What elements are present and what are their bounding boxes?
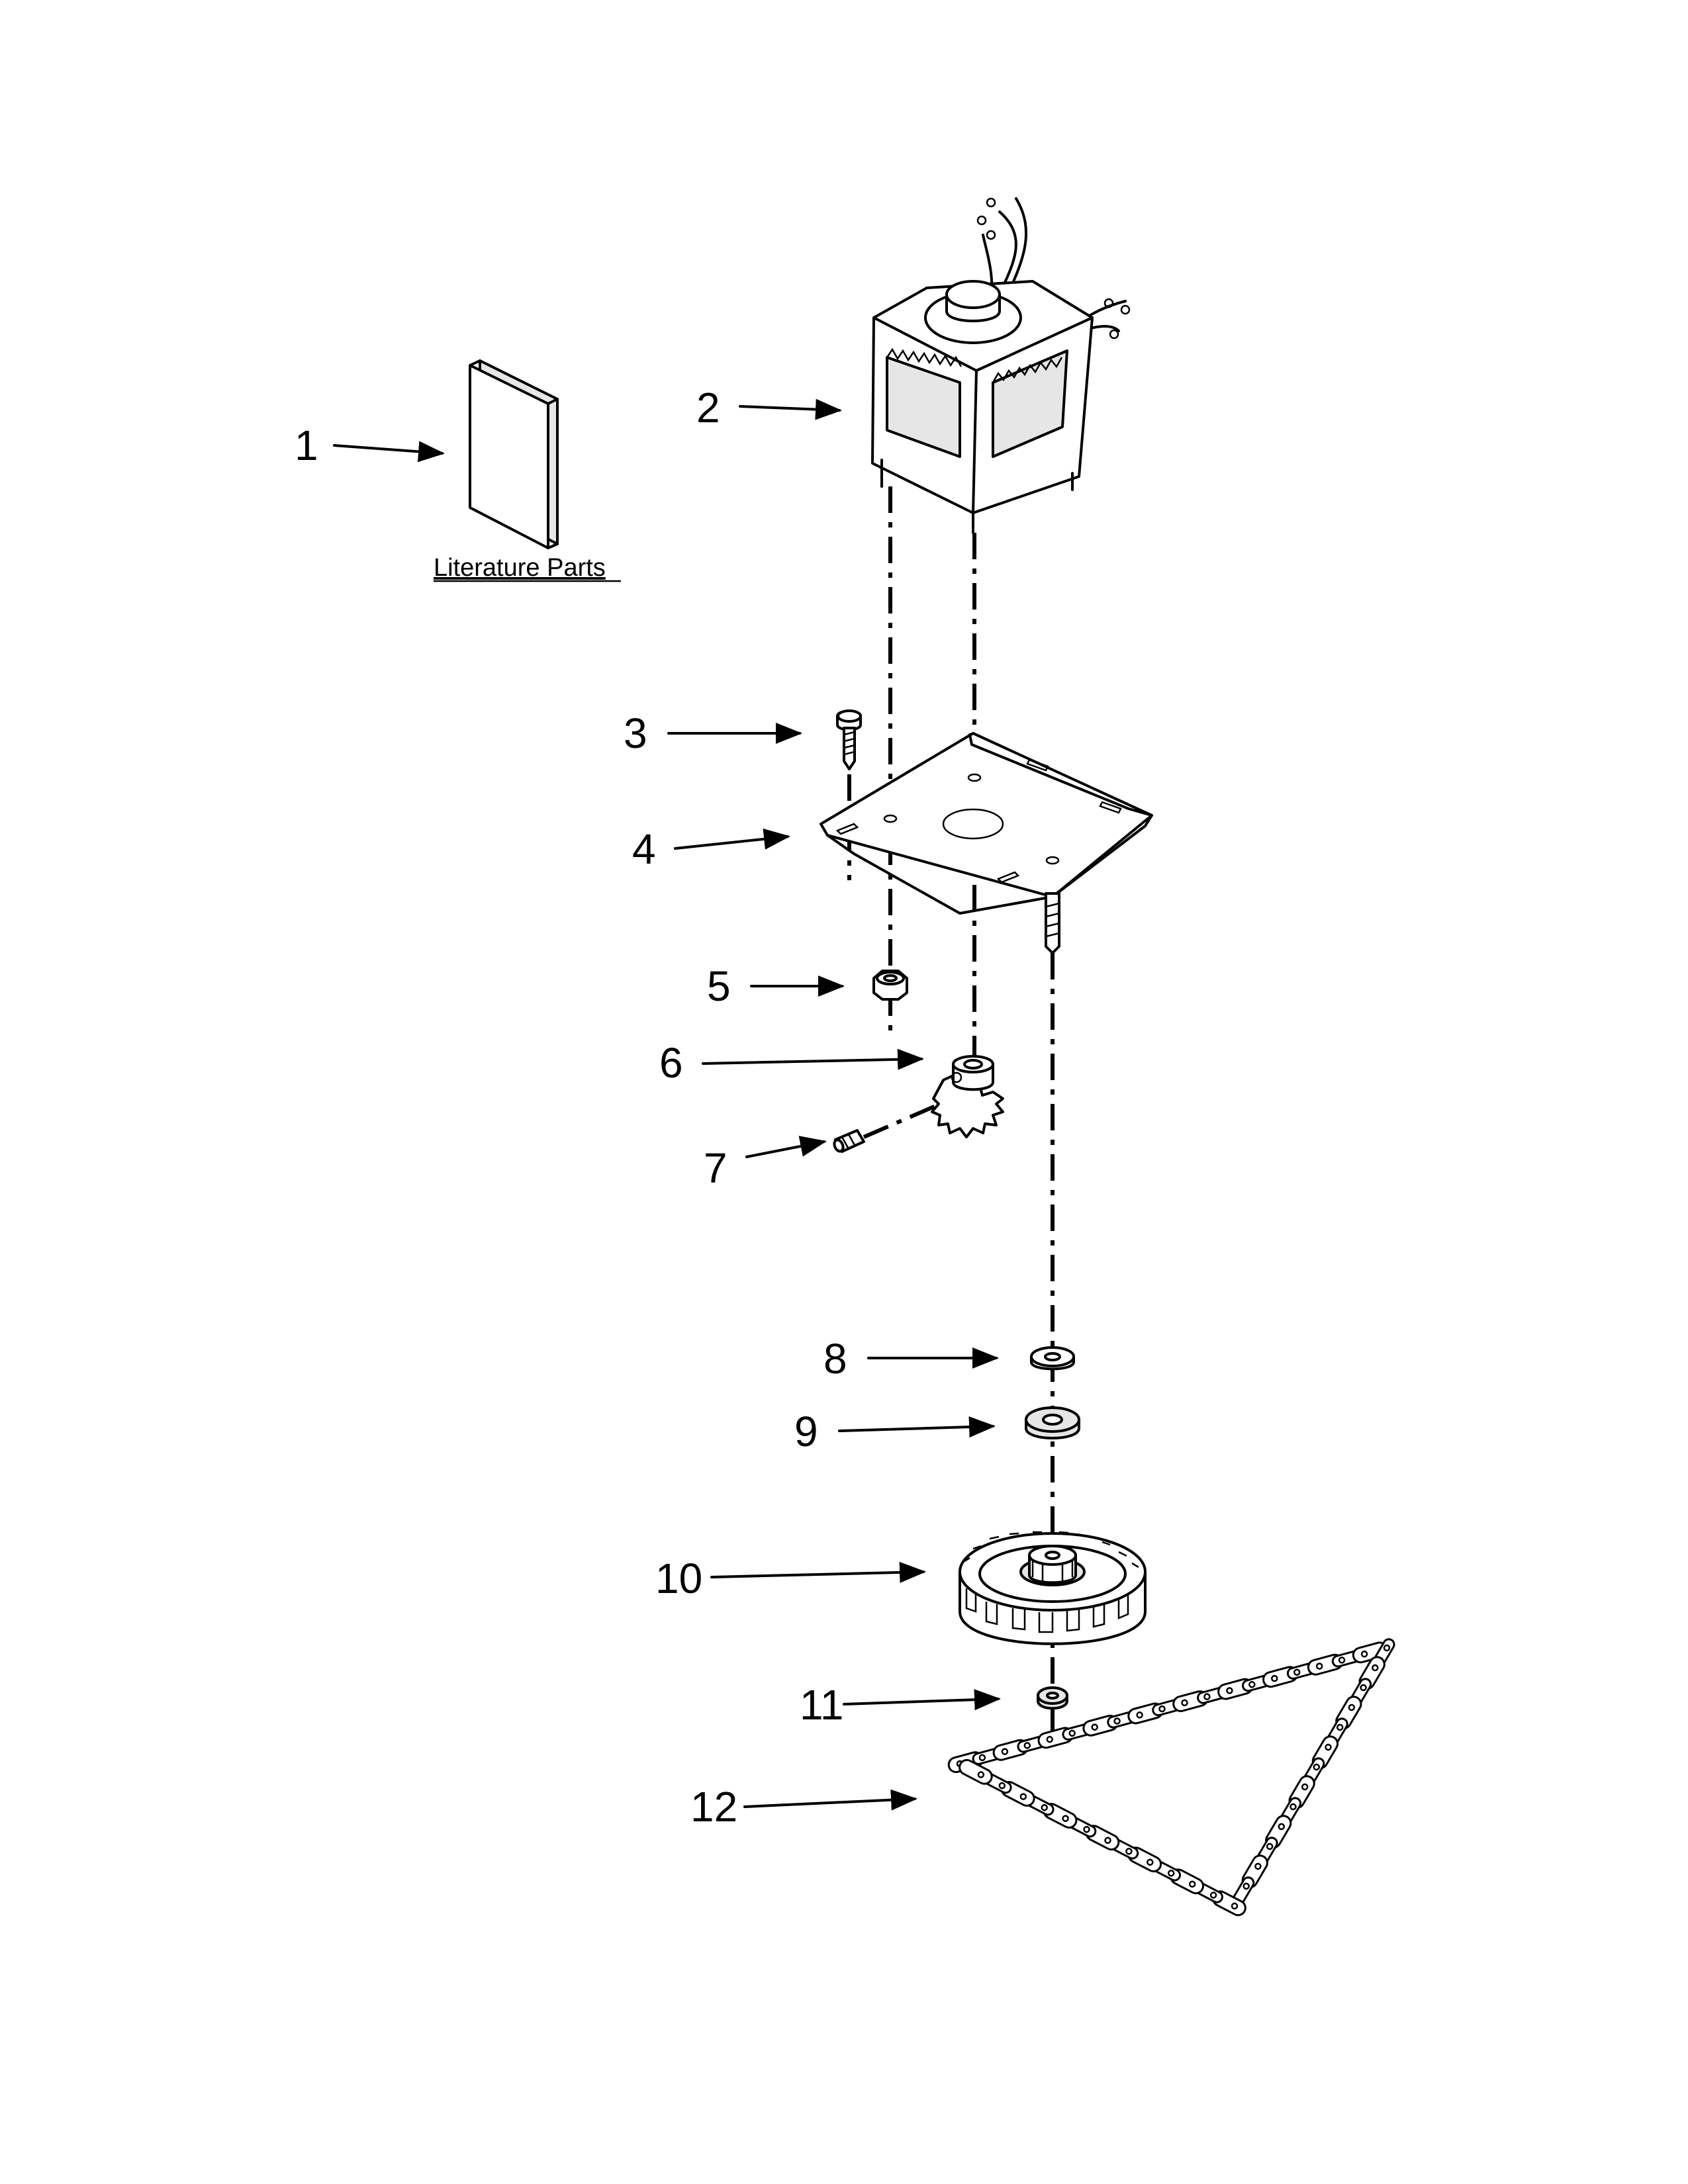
callout-8: 8 — [823, 1335, 847, 1383]
callout-7: 7 — [704, 1144, 727, 1192]
callout-12: 12 — [690, 1783, 737, 1831]
leader-arrow-6 — [702, 1048, 924, 1070]
callout-3: 3 — [624, 709, 647, 757]
leader-arrow-4 — [674, 828, 790, 850]
spacer-washer — [1025, 1406, 1080, 1439]
callout-9: 9 — [794, 1408, 818, 1455]
leader-arrow-11 — [843, 1689, 1001, 1711]
callout-6: 6 — [659, 1039, 683, 1087]
drive-chain — [947, 1638, 1395, 1917]
leader-arrow-7 — [745, 1136, 827, 1158]
callout-1: 1 — [295, 422, 318, 469]
callout-5: 5 — [707, 962, 731, 1010]
leader-arrow-2 — [739, 398, 842, 420]
motor — [871, 197, 1131, 534]
callout-10: 10 — [655, 1555, 702, 1602]
motor-mounting-plate — [820, 732, 1153, 954]
screw — [836, 709, 862, 770]
leader-arrow-10 — [710, 1561, 926, 1583]
retaining-ring — [1037, 1686, 1068, 1710]
set-screw — [833, 1129, 865, 1153]
washer — [1030, 1346, 1075, 1371]
drive-pinion-gear — [931, 1055, 1004, 1138]
literature-parts-label: Literature Parts — [434, 554, 606, 582]
nut — [872, 970, 908, 1001]
callout-2: 2 — [696, 384, 720, 432]
leader-arrow-12 — [743, 1789, 917, 1811]
chain-link — [959, 1758, 993, 1785]
callout-11: 11 — [800, 1681, 843, 1729]
driven-gear — [959, 1531, 1147, 1645]
leader-arrow-1 — [333, 441, 445, 463]
leader-arrows — [333, 398, 1001, 1811]
callout-4: 4 — [632, 825, 656, 873]
leader-arrow-9 — [838, 1416, 996, 1438]
literature-booklet: Literature Parts — [434, 359, 621, 582]
assembly-line-setscrew — [863, 1099, 949, 1139]
